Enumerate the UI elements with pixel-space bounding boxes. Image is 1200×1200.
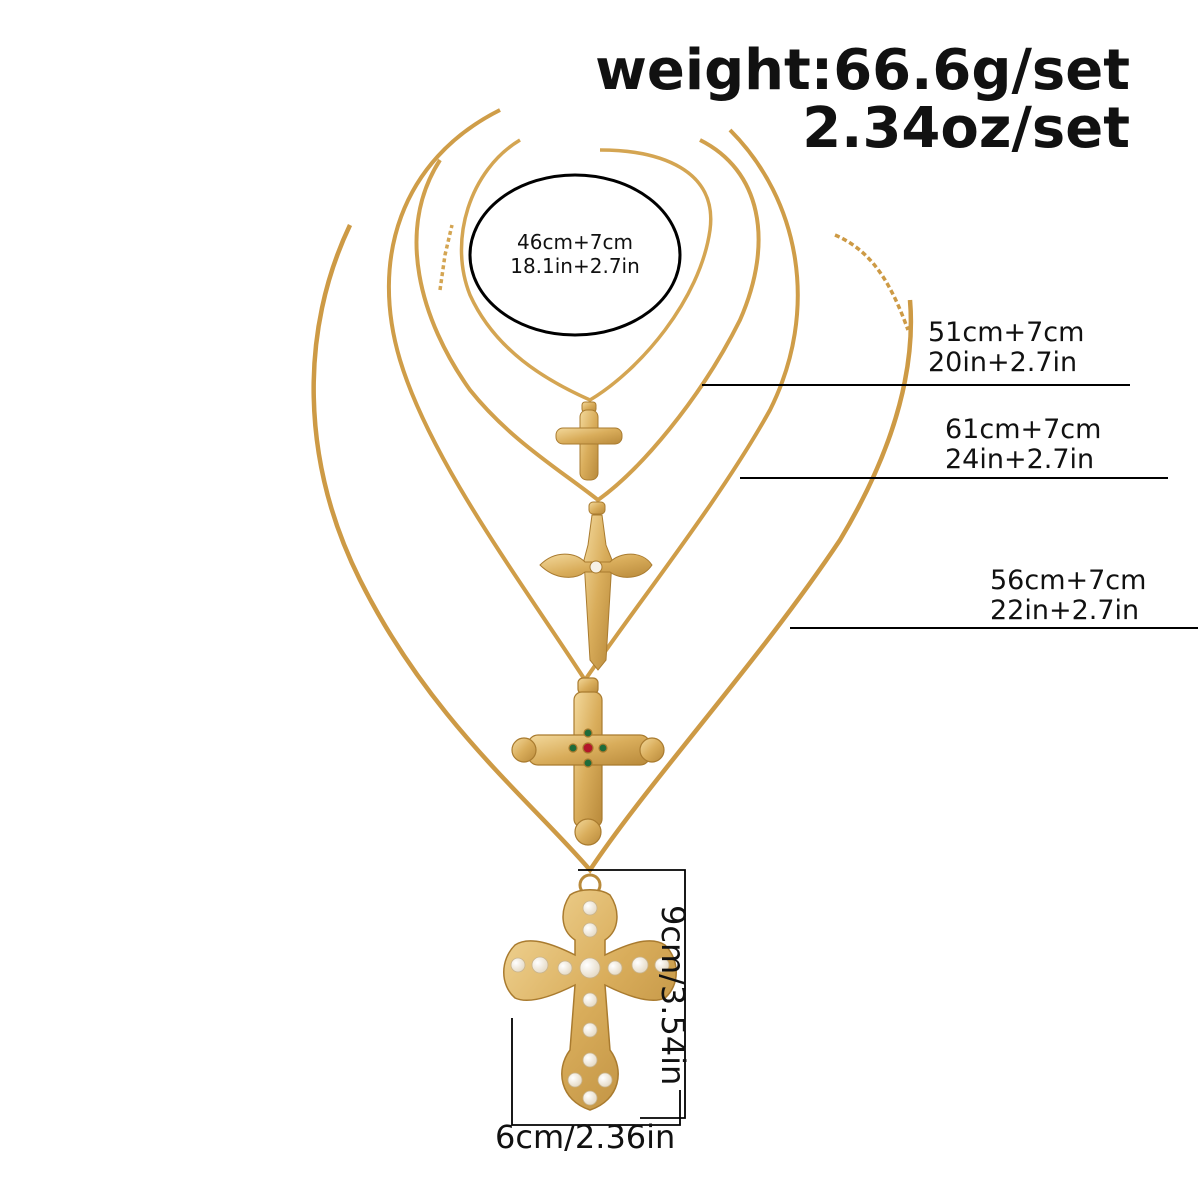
weight-ounces: 2.34oz/set [802,96,1130,161]
chain-2-label: 51cm+7cm 20in+2.7in [928,317,1085,379]
chain-4 [311,224,914,874]
length-oval [468,173,682,337]
cross-pendant-3 [511,677,665,846]
weight-grams: weight:66.6g/set [595,38,1130,103]
chain-1-label: 46cm+7cm 18.1in+2.7in [470,230,680,278]
chain-1-in: 18.1in+2.7in [510,254,640,278]
chain-1-cm: 46cm+7cm [517,230,633,254]
chain-4-cm: 56cm+7cm [990,565,1147,596]
chain-1 [438,138,713,402]
chain-3-label: 61cm+7cm 24in+2.7in [945,414,1102,476]
width-bracket [511,1018,681,1126]
chain-2-cm: 51cm+7cm [928,317,1085,348]
cross-pendant-2 [539,501,653,671]
chain-2-in: 20in+2.7in [928,347,1078,379]
pendant-width: 6cm/2.36in [495,1118,676,1156]
cross-pendant-4 [503,873,677,1111]
chain-4-label: 56cm+7cm 22in+2.7in [990,565,1147,627]
cross-pendant-1 [555,401,623,481]
height-bracket [578,869,686,1119]
chain-4-in: 22in+2.7in [990,595,1140,627]
pendant-height: 9cm/3.54in [654,905,692,1086]
chain-3-cm: 61cm+7cm [945,414,1102,445]
chain-2 [414,138,761,503]
chain-3-in: 24in+2.7in [945,444,1095,476]
